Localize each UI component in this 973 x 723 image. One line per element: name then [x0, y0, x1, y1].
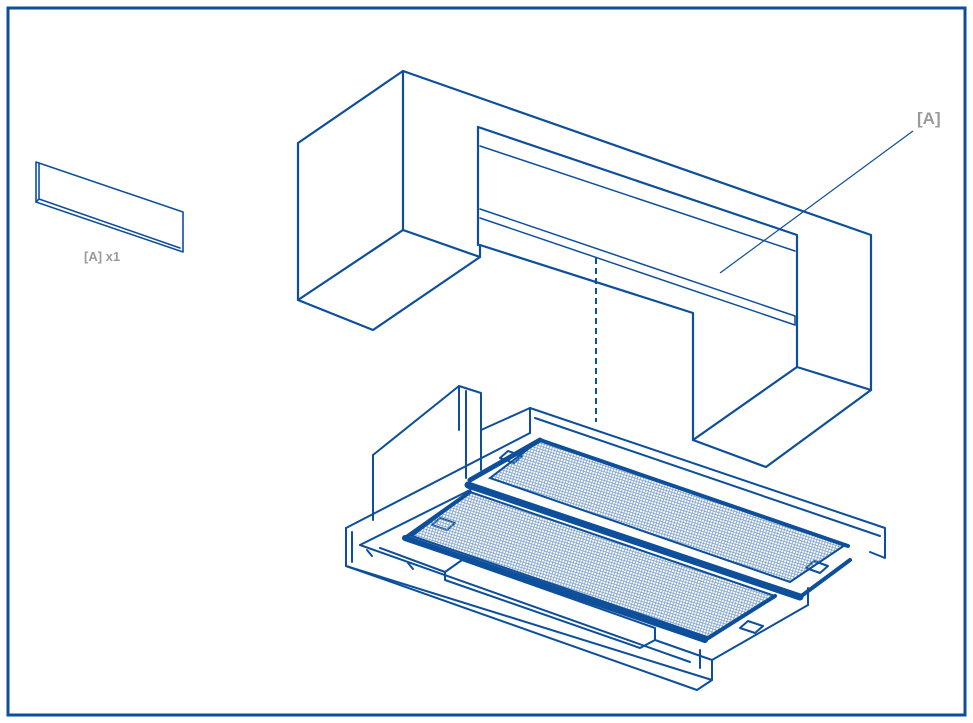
telescopic-hood-illustration: [345, 385, 886, 691]
part-callout-label: [A]: [917, 109, 941, 128]
callout-leader: [719, 130, 914, 274]
diagram-frame: [6, 6, 967, 717]
filler-strip-icon: [35, 161, 184, 253]
part-quantity-label: [A] x1: [84, 249, 121, 264]
filter-rails: [402, 437, 852, 643]
wall-cabinet-illustration: [296, 69, 873, 469]
